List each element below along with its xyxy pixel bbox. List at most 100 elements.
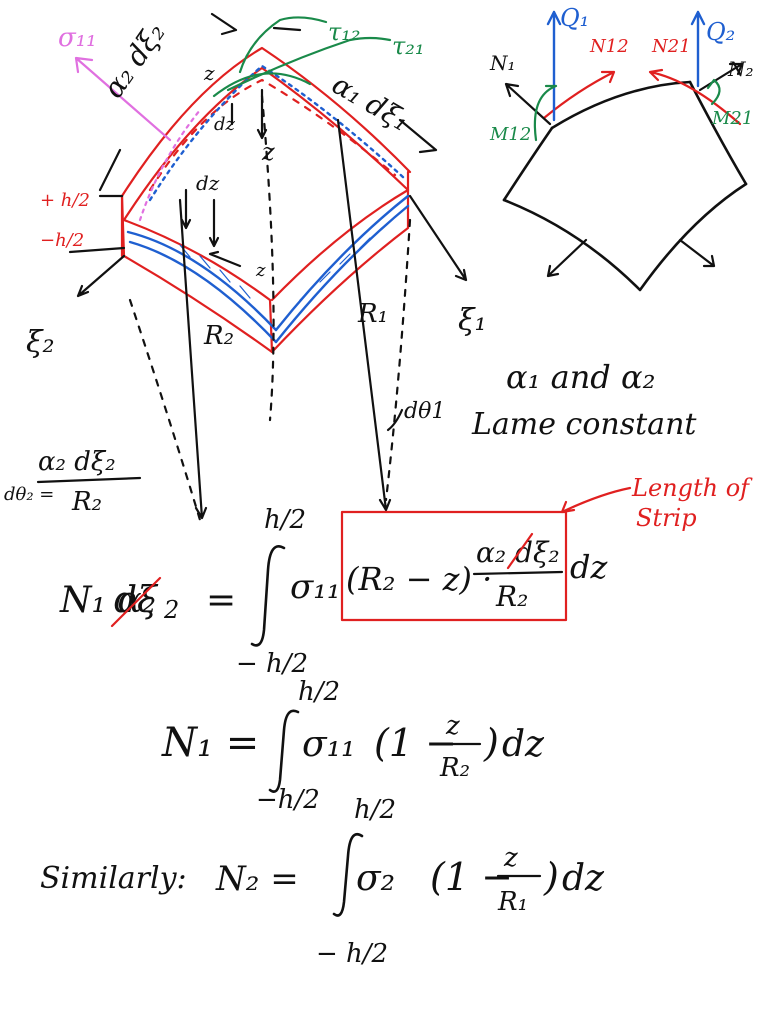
N2-arrow [698, 62, 744, 92]
shell-front-face-right [270, 170, 410, 354]
label-N1: N₁ [489, 51, 516, 75]
eq2-sigma: σ₁₁ [302, 724, 355, 765]
dtheta2-denominator: R₂ [71, 487, 102, 517]
note-alpha1-alpha2: α₁ and α₂ [506, 358, 655, 396]
eq3-close: ) [543, 855, 559, 899]
eq2-frac-denominator: R₂ [439, 753, 470, 783]
label-tau12: τ₁₂ [328, 18, 361, 46]
z-low-arrow [208, 250, 242, 268]
label-z-top: z [203, 61, 215, 85]
dtheta2-fraction-bar [36, 476, 142, 484]
eq3-frac-numerator: z [503, 843, 518, 873]
alpha2-dim-arrows [98, 12, 238, 192]
label-dtheta1: dθ1 [404, 399, 445, 424]
note-strip: Strip [636, 504, 697, 532]
eq1-paren: (R₂ − z) · [346, 560, 492, 598]
dtheta2-numerator: α₂ dξ₂ [38, 447, 116, 477]
R2-line [178, 198, 208, 520]
label-Q1: Q₁ [560, 4, 589, 32]
shell-inner-edge [122, 66, 410, 222]
label-z-low: z [255, 260, 266, 281]
strip-right [274, 194, 410, 344]
eq1-frac-bar [472, 570, 564, 576]
element-left-edge [502, 126, 554, 202]
eq1-lower-limit: − h/2 [236, 649, 308, 679]
label-R1: R₁ [357, 299, 388, 329]
eq1-integral [250, 545, 286, 647]
label-xi2: ξ₂ [26, 325, 55, 360]
z-arrows [230, 88, 268, 140]
eq2-integral [268, 709, 300, 793]
N21-arrow [648, 68, 742, 126]
strip-left [126, 230, 278, 344]
tau-curve [212, 72, 312, 98]
eq2-frac-numerator: z [445, 711, 460, 741]
eq1-frac-denominator: R₂ [495, 580, 528, 613]
shell-hidden-edge [148, 78, 397, 192]
Q2-arrow [690, 10, 706, 88]
length-strip-arrow [560, 486, 632, 514]
eq1-dz: dz [570, 548, 608, 586]
eq3-integral [332, 832, 364, 917]
M12-arc [533, 84, 558, 142]
eq1-lhs-subscript: 2 [163, 596, 179, 624]
element-bottom-arrows [546, 238, 716, 278]
alpha1-dim-arrows [272, 26, 438, 154]
Q1-arrow [546, 10, 562, 122]
eq1-cancel-stroke [110, 576, 162, 628]
label-sigma11: σ₁₁ [58, 23, 97, 53]
label-tau21: τ₂₁ [392, 32, 425, 60]
eq3-sigma: σ₂ [356, 858, 395, 899]
eq2-lhs: N₁ = [161, 720, 259, 766]
note-lame-constant: Lame constant [471, 407, 697, 442]
label-N12: N12 [589, 36, 629, 57]
shell-element-diagram [68, 12, 468, 522]
dtheta2-lhs: dθ₂ = [4, 484, 54, 505]
R1-line [336, 118, 392, 512]
eq1-frac-cancel [506, 532, 534, 570]
shell-outer-edge [120, 46, 412, 198]
radius-dash-1 [128, 298, 202, 522]
label-plus-h2: + h/2 [40, 190, 90, 211]
force-element-diagram [502, 10, 748, 292]
eq3-prefix: Similarly: [40, 861, 187, 896]
eq3-dz: dz [562, 858, 605, 899]
strip-hatching [179, 237, 371, 301]
eq3-frac-denominator: R₁ [497, 887, 528, 917]
tau12-arrow [238, 16, 328, 74]
minus-h2-tick [68, 246, 126, 254]
dtheta1-leader [386, 408, 404, 432]
xi2-arrow [76, 254, 126, 298]
label-R2: R₂ [203, 321, 234, 351]
N12-arrow [542, 70, 616, 120]
label-z-center: z [261, 138, 275, 166]
sigma11-arrow [74, 56, 172, 142]
label-dz-top: dz [214, 114, 236, 135]
eq1-lhs-N: N₁ α₂ [59, 580, 156, 621]
eq1-upper-limit: h/2 [264, 505, 306, 535]
element-bottom-edge [502, 182, 748, 292]
eq2-close: ) [483, 721, 499, 765]
label-M12: M12 [489, 124, 531, 145]
eq3-lower-limit: − h/2 [316, 939, 388, 969]
eq2-upper-limit: h/2 [298, 677, 340, 707]
eq1-equals: = [206, 580, 236, 621]
label-Q2: Q₂ [706, 18, 735, 46]
strip-top-dotted [148, 64, 406, 202]
label-M21: M21 [711, 108, 753, 129]
eq1-strip-box [340, 510, 568, 622]
eq2-lower-limit: −h/2 [256, 785, 320, 815]
label-N2: N₂ [727, 57, 754, 81]
dz-mid-arrows [180, 188, 220, 248]
radius-dash-3 [384, 218, 412, 502]
xi1-arrow [408, 194, 468, 282]
label-dz-mid: dz [196, 171, 220, 195]
sigma11-dotted [138, 108, 202, 222]
element-right-edge [688, 80, 748, 186]
label-minus-h2: −h/2 [40, 230, 84, 251]
element-top-edge [550, 80, 692, 130]
eq3-upper-limit: h/2 [354, 795, 396, 825]
note-length-of: Length of [631, 474, 753, 502]
label-alpha2-dxi2: α₂ dξ₂ [97, 17, 172, 104]
